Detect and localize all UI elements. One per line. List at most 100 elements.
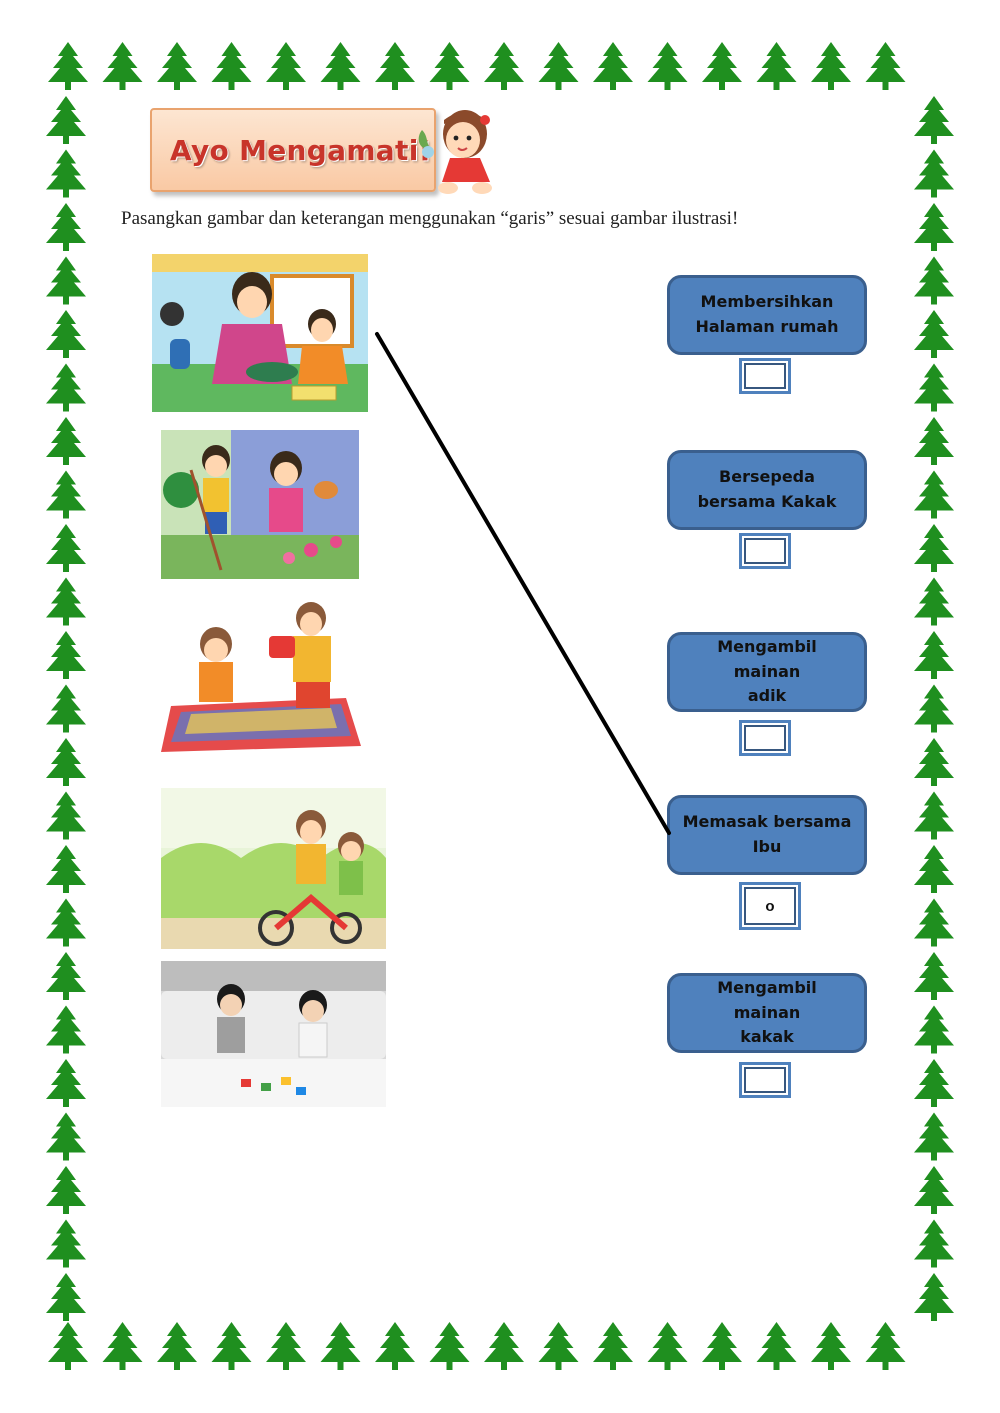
tree-icon <box>914 1005 954 1054</box>
label-line-1: Memasak bersama <box>682 812 852 832</box>
tree-icon <box>211 1322 252 1370</box>
tree-icon <box>320 1322 361 1370</box>
tree-icon <box>914 791 954 840</box>
tree-icon <box>46 577 86 626</box>
tree-icon <box>756 42 797 90</box>
tree-icon <box>914 684 954 733</box>
tree-icon <box>46 631 86 679</box>
tree-icon <box>914 1112 954 1161</box>
tree-icon <box>46 1273 86 1321</box>
tree-icon <box>914 149 954 198</box>
tree-icon <box>46 149 86 198</box>
tree-icon <box>48 1322 88 1370</box>
tree-icon <box>266 42 306 90</box>
tree-icon <box>702 42 742 90</box>
answer-input-2[interactable] <box>739 533 791 569</box>
tree-icon <box>320 42 361 90</box>
mengambil-mainan-kakak-photo[interactable] <box>161 961 386 1107</box>
tree-icon <box>375 1322 415 1370</box>
tree-icon <box>46 952 86 1000</box>
tree-icon <box>865 1322 906 1370</box>
tree-icon <box>914 203 954 251</box>
tree-icon <box>266 1322 306 1370</box>
tree-icon <box>157 1322 197 1370</box>
label-line-1: Bersepeda <box>719 467 815 487</box>
tree-icon <box>914 898 954 947</box>
tree-icon <box>914 470 954 519</box>
tree-icon <box>484 1322 524 1370</box>
instruction-text: Pasangkan gambar dan keterangan mengguna… <box>121 208 739 229</box>
tree-icon <box>702 1322 742 1370</box>
label-line-1: Mengambil mainan <box>717 977 817 1022</box>
tree-icon <box>484 42 524 90</box>
label-line-2: bersama Kakak <box>697 492 837 511</box>
tree-icon <box>375 42 415 90</box>
tree-icon <box>46 256 86 305</box>
answer-input-3[interactable] <box>739 720 791 756</box>
label-line-2: Halaman rumah <box>695 317 839 336</box>
tree-icon <box>102 1322 143 1370</box>
label-line-2: kakak <box>740 1027 794 1047</box>
tree-icon <box>914 738 954 786</box>
title-banner: Ayo Mengamati! <box>150 108 436 192</box>
answer-input-1[interactable] <box>739 358 791 394</box>
answer-input-4[interactable]: o <box>739 882 801 930</box>
tree-icon <box>46 845 86 893</box>
label-mengambil-mainan-kakak[interactable]: Mengambil mainan kakak <box>667 973 867 1053</box>
tree-icon <box>593 42 633 90</box>
tree-icon <box>914 577 954 626</box>
tree-icon <box>46 738 86 786</box>
tree-icon <box>429 1322 470 1370</box>
tree-icon <box>46 417 86 465</box>
tree-icon <box>46 684 86 733</box>
tree-icon <box>46 96 86 144</box>
page-title: Ayo Mengamati! <box>170 133 432 167</box>
tree-icon <box>46 310 86 358</box>
label-mengambil-mainan-adik[interactable]: Mengambil mainan adik <box>667 632 867 712</box>
tree-icon <box>46 203 86 251</box>
tree-icon <box>157 42 197 90</box>
label-line-2: adik <box>747 686 787 706</box>
label-bersepeda-bersama-kakak[interactable]: Bersepeda bersama Kakak <box>667 450 867 530</box>
tree-icon <box>914 1059 954 1107</box>
tree-icon <box>914 631 954 679</box>
tree-icon <box>914 1219 954 1268</box>
tree-icon <box>538 42 579 90</box>
tree-icon <box>914 256 954 305</box>
tree-icon <box>647 42 688 90</box>
tree-icon <box>211 42 252 90</box>
tree-icon <box>46 363 86 412</box>
memasak-bersama-ibu-illustration[interactable] <box>152 254 368 412</box>
tree-icon <box>46 1219 86 1268</box>
tree-icon <box>46 898 86 947</box>
tree-icon <box>811 42 851 90</box>
tree-icon <box>48 42 88 90</box>
label-line-1: Mengambil mainan <box>717 636 817 681</box>
tree-icon <box>102 42 143 90</box>
tree-icon <box>914 845 954 893</box>
tree-icon <box>46 1112 86 1161</box>
tree-icon <box>46 1166 86 1214</box>
tree-icon <box>647 1322 688 1370</box>
tree-icon <box>429 42 470 90</box>
tree-icon <box>914 1273 954 1321</box>
label-line-2: Ibu <box>752 837 782 856</box>
tree-icon <box>811 1322 851 1370</box>
tree-icon <box>46 791 86 840</box>
membersihkan-halaman-illustration[interactable] <box>161 430 359 579</box>
answer-input-5[interactable] <box>739 1062 791 1098</box>
tree-icon <box>756 1322 797 1370</box>
tree-icon <box>914 96 954 144</box>
mengambil-mainan-adik-illustration[interactable] <box>161 596 366 754</box>
tree-icon <box>46 524 86 572</box>
tree-icon <box>46 1005 86 1054</box>
tree-icon <box>914 524 954 572</box>
tree-icon <box>46 1059 86 1107</box>
tree-icon <box>914 1166 954 1214</box>
tree-icon <box>865 42 906 90</box>
bersepeda-illustration[interactable] <box>161 788 386 949</box>
tree-icon <box>46 470 86 519</box>
tree-icon <box>914 363 954 412</box>
